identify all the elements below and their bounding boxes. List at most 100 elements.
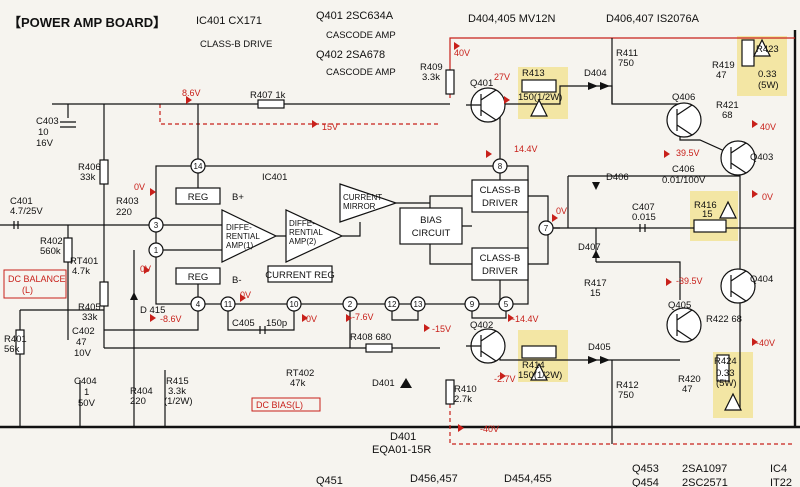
ic-input-wires <box>160 166 501 304</box>
q401-part-label: Q401 2SC634A <box>316 10 394 22</box>
bias-diodes-wires <box>567 175 740 300</box>
footer-q453: Q453 <box>632 463 659 475</box>
r420-value: 47 <box>682 384 693 395</box>
warning-icon <box>753 38 771 57</box>
warning-icon <box>530 98 548 117</box>
r402-body <box>63 237 73 263</box>
r413-value: 150(1/2W) <box>518 92 562 103</box>
dc-balance-frame <box>3 269 67 299</box>
pin-3 <box>148 217 164 233</box>
r409-body <box>445 69 455 95</box>
pin-8-label: 8 <box>498 162 503 171</box>
reg-bottom-out: B- <box>232 275 242 286</box>
pin-11-label: 11 <box>224 300 233 309</box>
d401-part-label: D401 <box>390 431 416 443</box>
r412-label: R412 <box>616 380 639 391</box>
diff1-l2: RENTIAL <box>226 232 260 241</box>
ic-part-label: IC401 CX171 <box>196 15 262 27</box>
r410-value: 2.7k <box>454 394 472 405</box>
r413-label: R413 <box>522 68 545 79</box>
diff1-l3: AMP(1) <box>226 241 253 250</box>
q403-leads <box>730 142 747 174</box>
c403-v1: 10 <box>38 127 49 138</box>
q406-leads <box>676 104 693 136</box>
diff-amp-1 <box>221 209 278 263</box>
r415-v1: 3.3k <box>168 386 186 397</box>
current-reg-block <box>267 265 333 283</box>
minus40-supply-line <box>449 390 795 445</box>
r403-value: 220 <box>116 207 132 218</box>
footer-d454: D454,455 <box>504 473 552 485</box>
pin-5-label: 5 <box>504 300 509 309</box>
v-0-right: 0V <box>762 192 773 202</box>
marker <box>454 42 460 50</box>
r414-body <box>521 345 557 359</box>
pin-4-label: 4 <box>196 300 201 309</box>
c406-label: C406 <box>672 164 695 175</box>
marker <box>240 294 246 302</box>
c405-value: 150p <box>266 318 287 329</box>
d405b-diode <box>600 356 610 364</box>
r408-body <box>365 343 393 353</box>
r404-label: R404 <box>130 386 153 397</box>
c404-label: C404 <box>74 376 97 387</box>
marker <box>144 266 150 274</box>
d407-label: D407 <box>578 242 601 253</box>
bias-l2: CIRCUIT <box>412 228 451 239</box>
r421-label: R421 <box>716 100 739 111</box>
r414-label: R414 <box>522 360 545 371</box>
q402-desc-label: CASCODE AMP <box>326 67 396 78</box>
d407-diode <box>592 250 600 258</box>
c407-value: 0.015 <box>632 212 656 223</box>
mirror-l1: CURRENT <box>343 193 382 202</box>
d401-diode <box>400 378 412 388</box>
marker <box>150 314 156 322</box>
drv-bot-l2: DRIVER <box>482 266 518 277</box>
r410-label: R410 <box>454 384 477 395</box>
r406-label: R406 <box>78 162 101 173</box>
footer-ic-right: IC4 <box>770 463 787 475</box>
r419-label: R419 <box>712 60 735 71</box>
r405-value: 33k <box>82 312 98 323</box>
r423-v2: (5W) <box>758 80 779 91</box>
c405-label: C405 <box>232 318 255 329</box>
r402-value: 560k <box>40 246 61 257</box>
r402-label: R402 <box>40 236 63 247</box>
r415-v2: (1/2W) <box>164 396 193 407</box>
v-0-in: 0V <box>134 182 145 192</box>
r401-body <box>15 329 25 355</box>
r412-value: 750 <box>618 390 634 401</box>
r413-body <box>521 79 557 93</box>
footer-d456: D456,457 <box>410 473 458 485</box>
r416-label: R416 <box>694 200 717 211</box>
d401-part-value: EQA01-15R <box>372 444 431 456</box>
q403-label: Q403 <box>750 152 773 163</box>
q406-label: Q406 <box>672 92 695 103</box>
rt401-label: RT401 <box>70 256 98 267</box>
footer-q451: Q451 <box>316 475 343 487</box>
v-39-5-top: 39.5V <box>676 148 700 158</box>
r416-body <box>693 219 727 233</box>
c405-plates <box>259 326 266 334</box>
pin-7-label: 7 <box>544 224 549 233</box>
c402-v1: 47 <box>76 337 87 348</box>
v-8-6: 8.6V <box>182 88 201 98</box>
reg-bottom-text: REG <box>188 272 209 283</box>
r408-label: R408 680 <box>350 332 391 343</box>
r407-label: R407 1k <box>250 90 286 101</box>
c403-label: C403 <box>36 116 59 127</box>
marker <box>458 424 464 432</box>
drv-top-l1: CLASS-B <box>480 185 521 196</box>
v-15: 15V <box>322 122 338 132</box>
v-minus-15: -15V <box>432 324 451 334</box>
rt402-value: 47k <box>290 378 306 389</box>
q402-part-label: Q402 2SA678 <box>316 49 385 61</box>
v-0-pin10: 0V <box>306 314 317 324</box>
q403-transistor <box>720 140 756 176</box>
r423-body <box>741 39 755 67</box>
c402-label: C402 <box>72 326 95 337</box>
c401-plates <box>13 221 19 229</box>
diff2-l1: DIFFE- <box>289 219 315 228</box>
output-stage-wires <box>679 104 741 410</box>
pin-1 <box>148 242 164 258</box>
